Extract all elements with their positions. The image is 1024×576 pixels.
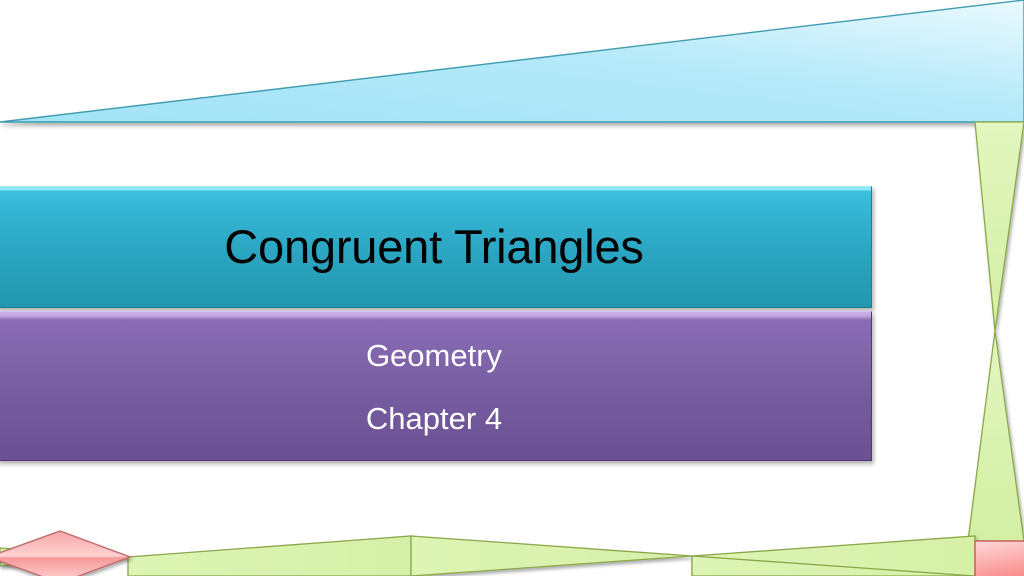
slide-title-text: Congruent Triangles: [224, 220, 644, 274]
subtitle-line-chapter: Chapter 4: [365, 401, 503, 436]
slide-subtitle-placeholder[interactable]: Geometry Chapter 4: [0, 311, 872, 461]
pink-square: [974, 540, 1024, 576]
subtitle-line-subject: Geometry: [365, 338, 503, 373]
green-bowtie-band: [0, 535, 976, 576]
light-blue-triangle: [0, 0, 1024, 123]
pink-diamond: [0, 530, 133, 576]
green-hourglass: [967, 121, 1024, 542]
slide-title-placeholder[interactable]: Congruent Triangles: [0, 186, 872, 308]
